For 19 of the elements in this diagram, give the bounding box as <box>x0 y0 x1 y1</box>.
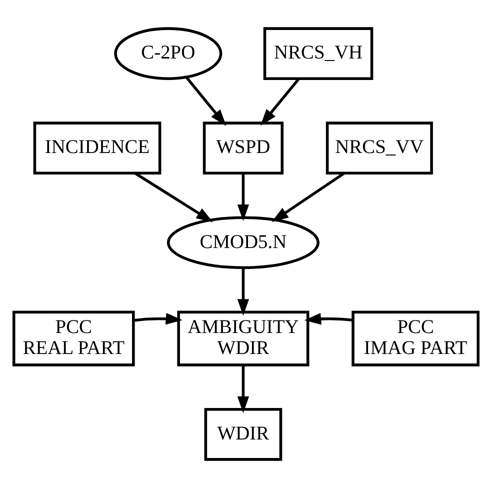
node-ellipse: CMOD5.N <box>166 216 320 270</box>
arrow <box>304 313 353 325</box>
arrow <box>237 174 250 222</box>
node-ellipse: C-2PO <box>114 27 222 80</box>
node-box: WDIR <box>204 408 282 461</box>
arrow <box>134 172 213 222</box>
arrow <box>260 78 300 126</box>
node-box: INCIDENCE <box>33 122 162 174</box>
node-box: NRCS_VV <box>326 122 433 174</box>
node-box: PCC IMAG PART <box>352 310 480 366</box>
node-box: WSPD <box>202 122 284 174</box>
arrow <box>237 365 250 414</box>
arrow <box>237 268 250 316</box>
node-box: PCC REAL PART <box>12 310 135 366</box>
node-box: NRCS_VH <box>263 27 374 80</box>
arrow <box>134 312 183 325</box>
arrow <box>272 172 345 222</box>
arrow <box>185 76 226 126</box>
node-box: AMBIGUITY WDIR <box>177 310 310 366</box>
